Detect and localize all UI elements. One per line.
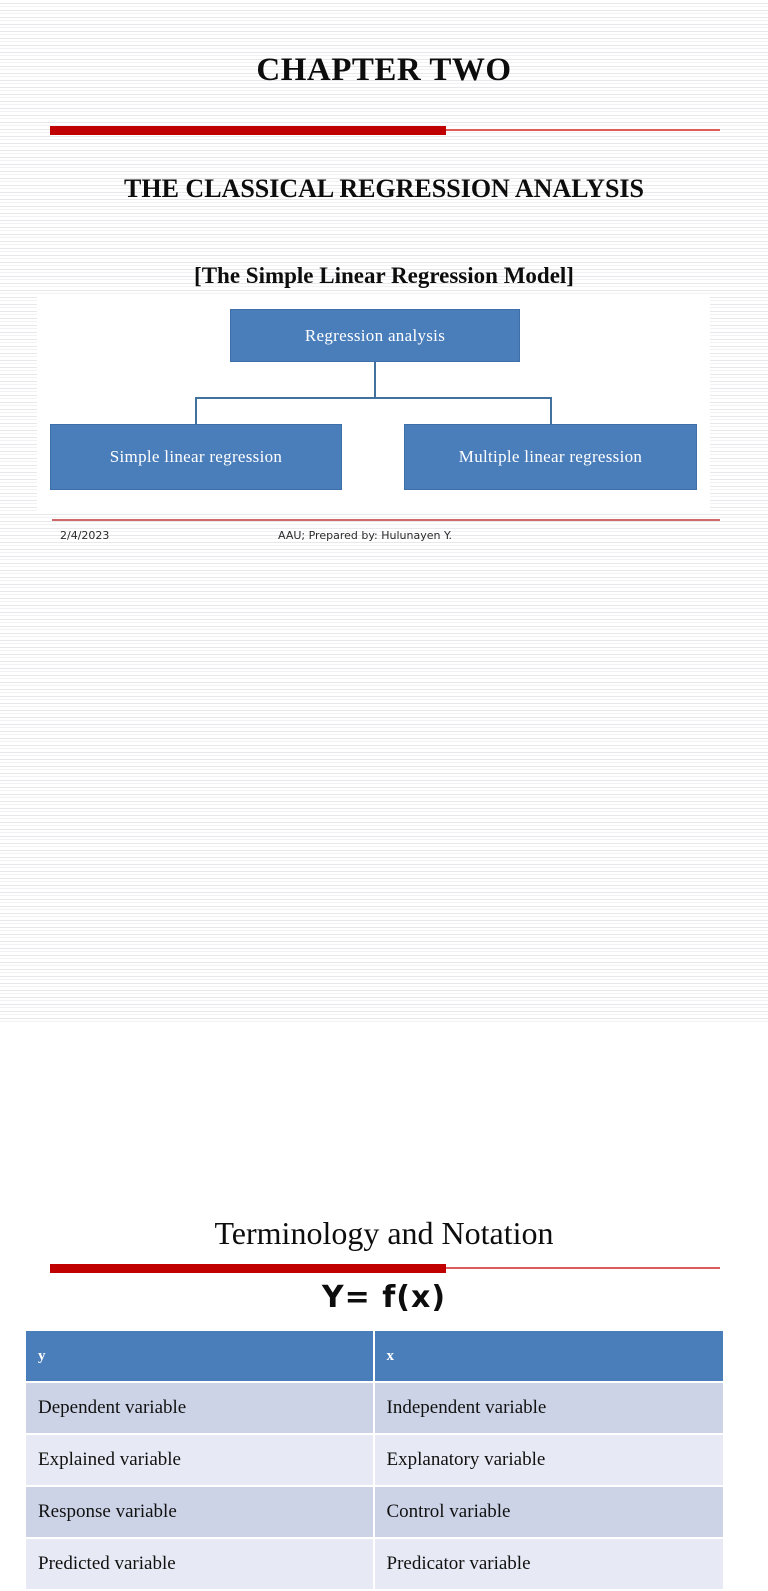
table-header-row: y x <box>26 1331 723 1383</box>
footer-credit: AAU; Prepared by: Hulunayen Y. <box>278 529 452 542</box>
section-divider-rule <box>50 1264 720 1273</box>
table-cell-x: Predicator variable <box>374 1539 723 1591</box>
column-header-y: y <box>26 1331 375 1383</box>
slide-chapter-two: CHAPTER TWO THE CLASSICAL REGRESSION ANA… <box>0 0 768 560</box>
diagram-node-multiple-linear-regression: Multiple linear regression <box>404 424 697 490</box>
title-divider-rule <box>50 126 720 135</box>
footer-divider-rule <box>52 519 720 521</box>
diagram-node-regression-analysis: Regression analysis <box>230 309 520 362</box>
table-cell-y: Explained variable <box>26 1435 375 1487</box>
divider-thin-segment <box>446 129 720 131</box>
table-row: Dependent variable Independent variable <box>26 1383 723 1435</box>
divider-thick-segment <box>50 1264 446 1273</box>
slide-terminology-and-notation: Terminology and Notation Y= f(x) y x Dep… <box>0 560 768 1591</box>
table-cell-y: Predicted variable <box>26 1539 375 1591</box>
footer-date: 2/4/2023 <box>60 529 110 542</box>
formula-y-equals-f-of-x: Y= f(x) <box>321 1280 447 1315</box>
table-header: y x <box>26 1331 723 1383</box>
diagram-node-simple-linear-regression: Simple linear regression <box>50 424 342 490</box>
slide-subtitle: THE CLASSICAL REGRESSION ANALYSIS <box>124 173 644 203</box>
connector-vertical-root <box>374 362 376 398</box>
column-header-x: x <box>374 1331 723 1383</box>
table-cell-x: Control variable <box>374 1487 723 1539</box>
table-row: Response variable Control variable <box>26 1487 723 1539</box>
terminology-table: y x Dependent variable Independent varia… <box>26 1331 723 1591</box>
divider-thin-segment <box>446 1267 720 1269</box>
table-row: Predicted variable Predicator variable <box>26 1539 723 1591</box>
connector-horizontal-bar <box>195 397 552 399</box>
connector-vertical-left <box>195 397 197 425</box>
table-row: Explained variable Explanatory variable <box>26 1435 723 1487</box>
table-cell-y: Response variable <box>26 1487 375 1539</box>
table-cell-y: Dependent variable <box>26 1383 375 1435</box>
table-body: Dependent variable Independent variable … <box>26 1383 723 1591</box>
table-cell-x: Independent variable <box>374 1383 723 1435</box>
table-cell-x: Explanatory variable <box>374 1435 723 1487</box>
connector-vertical-right <box>550 397 552 425</box>
page-title: CHAPTER TWO <box>256 52 512 89</box>
divider-thick-segment <box>50 126 446 135</box>
section-title: Terminology and Notation <box>214 1214 554 1251</box>
slide-bracket-subtitle: [The Simple Linear Regression Model] <box>194 263 574 288</box>
regression-hierarchy-diagram: Regression analysis Simple linear regres… <box>37 296 710 511</box>
